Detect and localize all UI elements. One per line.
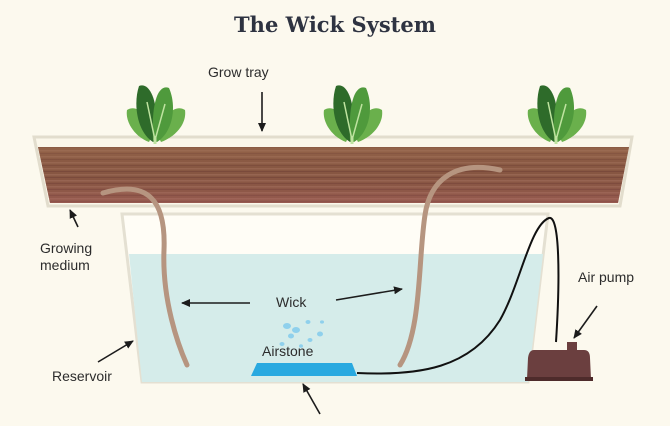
spinach-plant-icon — [527, 85, 587, 144]
air-tube — [356, 217, 560, 375]
reservoir — [120, 212, 550, 384]
left-wick — [100, 186, 190, 368]
diagram-title: The Wick System — [234, 12, 436, 37]
spinach-plant-icon — [323, 85, 383, 144]
airstone-stone — [251, 363, 357, 376]
air-pump — [525, 342, 593, 381]
wick-label: Wick — [276, 294, 307, 310]
grow-tray-label: Grow tray — [208, 64, 269, 80]
arrow-icon — [573, 305, 598, 339]
airstone-label: Airstone — [262, 343, 314, 359]
spinach-plant-icon — [126, 85, 186, 144]
reservoir-label: Reservoir — [52, 368, 112, 384]
air-pump-label: Air pump — [578, 269, 635, 285]
grow-tray — [32, 135, 634, 208]
air-bubbles-icon — [279, 320, 324, 348]
arrow-icon — [335, 286, 403, 301]
growing-medium-label: Growing medium — [40, 240, 92, 274]
reservoir-water — [129, 254, 543, 382]
arrow-icon — [302, 383, 321, 415]
arrow-icon — [69, 209, 79, 228]
growing-medium-label-line2: medium — [40, 257, 90, 273]
arrow-icon — [97, 340, 134, 363]
right-wick — [397, 164, 503, 368]
growing-medium-label-line1: Growing — [40, 240, 93, 256]
